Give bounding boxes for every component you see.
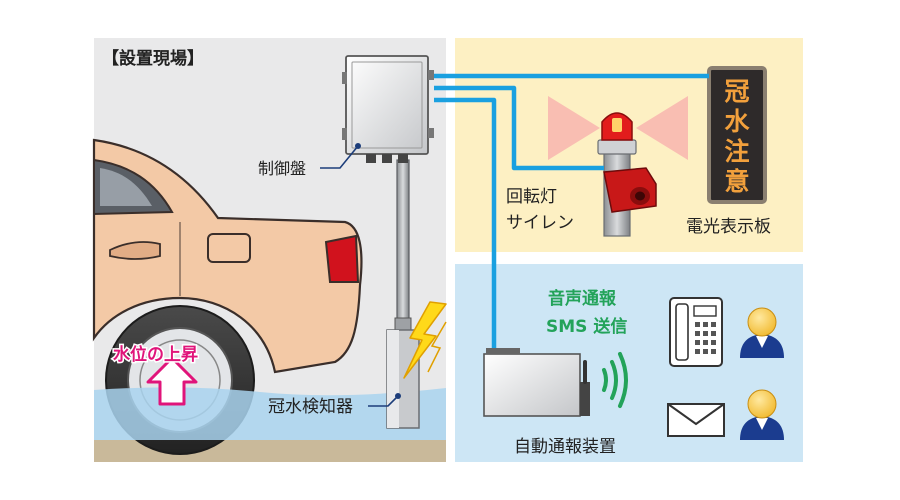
- siren-label: サイレン: [506, 213, 574, 233]
- sms-send-label: SMS 送信: [546, 316, 627, 337]
- flood-detector-device: [386, 329, 420, 429]
- display-char-1: 冠: [724, 77, 749, 106]
- installation-site-panel: 【設置現場】 制御盤 冠水検知器 水位の上昇: [92, 38, 447, 462]
- electronic-display-board: 冠 水 注 意: [707, 66, 767, 204]
- display-char-3: 注: [724, 137, 749, 166]
- warning-devices-panel: 冠 水 注 意 回転灯 サイレン 電光表示板: [455, 38, 803, 252]
- sensor-pole: [396, 159, 410, 341]
- auto-reporter-label: 自動通報装置: [514, 437, 616, 457]
- water-rise-arrow-icon: [146, 356, 198, 406]
- display-char-2: 水: [724, 107, 750, 136]
- siren-device: [603, 167, 657, 213]
- water-rise-label: 水位の上昇: [113, 344, 198, 365]
- wireless-signal-icon: [602, 352, 628, 408]
- cable-to-siren: [434, 85, 604, 171]
- signal-cables: [434, 73, 709, 348]
- control-panel-box: [342, 55, 434, 163]
- display-board-label: 電光表示板: [686, 217, 771, 237]
- telephone-icon: [669, 297, 723, 367]
- display-char-4: 意: [724, 167, 749, 196]
- cable-to-auto-reporter: [434, 97, 497, 348]
- control-panel-label: 制御盤: [258, 159, 306, 178]
- right-light-beam: [636, 96, 688, 160]
- flood-detector-label: 冠水検知器: [268, 397, 353, 417]
- site-label: 【設置現場】: [102, 48, 204, 69]
- left-light-beam: [548, 96, 600, 160]
- voice-report-label: 音声通報: [548, 288, 617, 309]
- person-icon: [740, 389, 784, 440]
- auto-reporter-device: [483, 348, 590, 417]
- envelope-icon: [667, 403, 725, 437]
- rotating-light-label: 回転灯: [506, 187, 557, 207]
- person-icon: [740, 307, 784, 358]
- auto-reporting-panel: 自動通報装置 音声通報 SMS 送信: [455, 264, 803, 462]
- control-panel-leader-line: [320, 145, 359, 169]
- lightning-bolt-icon: [403, 301, 447, 379]
- detector-leader-line: [368, 395, 399, 407]
